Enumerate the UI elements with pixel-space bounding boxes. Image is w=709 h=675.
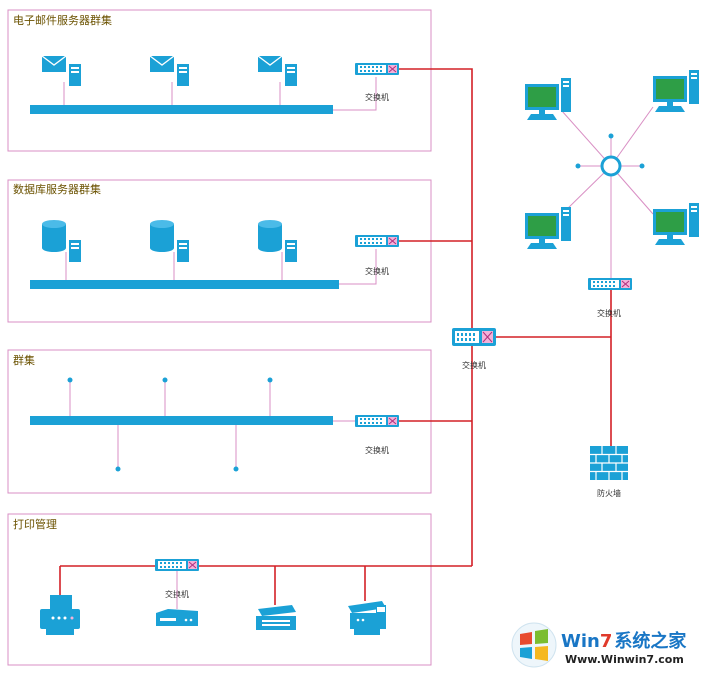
hub-icon [600, 155, 622, 177]
fax-device-icon [156, 609, 198, 626]
star-links [561, 106, 654, 278]
workstation-2 [653, 70, 699, 112]
database-server-2 [150, 220, 189, 262]
firewall-icon [590, 446, 628, 480]
scanner-device-icon [256, 605, 296, 630]
zone-print-title: 打印管理 [13, 517, 57, 531]
zone-print-box [7, 513, 432, 666]
workstation-switch [587, 277, 633, 291]
cluster-node-links [69, 380, 356, 469]
windows-logo-icon [511, 622, 557, 668]
email-server-2 [149, 55, 190, 87]
email-drop-links [63, 77, 377, 111]
core-switch-label: 交换机 [462, 360, 486, 370]
zone-database-box [7, 179, 432, 323]
cluster-switch [354, 414, 400, 428]
zone-database-title: 数据库服务器群集 [13, 182, 101, 196]
backbone-links [59, 68, 612, 605]
database-drop-links [65, 249, 377, 285]
core-switch [452, 328, 496, 346]
copier-device-icon [348, 601, 386, 635]
database-switch [354, 234, 400, 248]
printer-1-icon [40, 595, 80, 635]
watermark-brand-seven: 7 [600, 631, 613, 652]
email-switch-label: 交换机 [365, 92, 389, 102]
watermark-url: Www.Winwin7.com [565, 653, 684, 666]
email-bus [30, 105, 333, 114]
workstation-switch-label: 交换机 [597, 308, 621, 318]
print-switch [154, 558, 200, 572]
watermark-brand-win: Win [561, 631, 600, 652]
zone-email-title: 电子邮件服务器群集 [13, 13, 112, 27]
star-endpoints [575, 133, 645, 169]
email-server-1 [41, 55, 82, 87]
cluster-nodes [67, 377, 273, 472]
zone-email-box [7, 9, 432, 152]
workstation-4 [653, 203, 699, 245]
cluster-switch-label: 交换机 [365, 445, 389, 455]
email-switch [354, 62, 400, 76]
firewall-label: 防火墙 [597, 488, 621, 498]
database-server-1 [42, 220, 81, 262]
database-server-3 [258, 220, 297, 262]
workstation-3 [525, 207, 571, 249]
email-server-3 [257, 55, 298, 87]
database-switch-label: 交换机 [365, 266, 389, 276]
zone-cluster-title: 群集 [13, 353, 35, 367]
cluster-bus [30, 416, 333, 425]
watermark-brand-cn: 系统之家 [614, 630, 687, 652]
database-bus [30, 280, 339, 289]
